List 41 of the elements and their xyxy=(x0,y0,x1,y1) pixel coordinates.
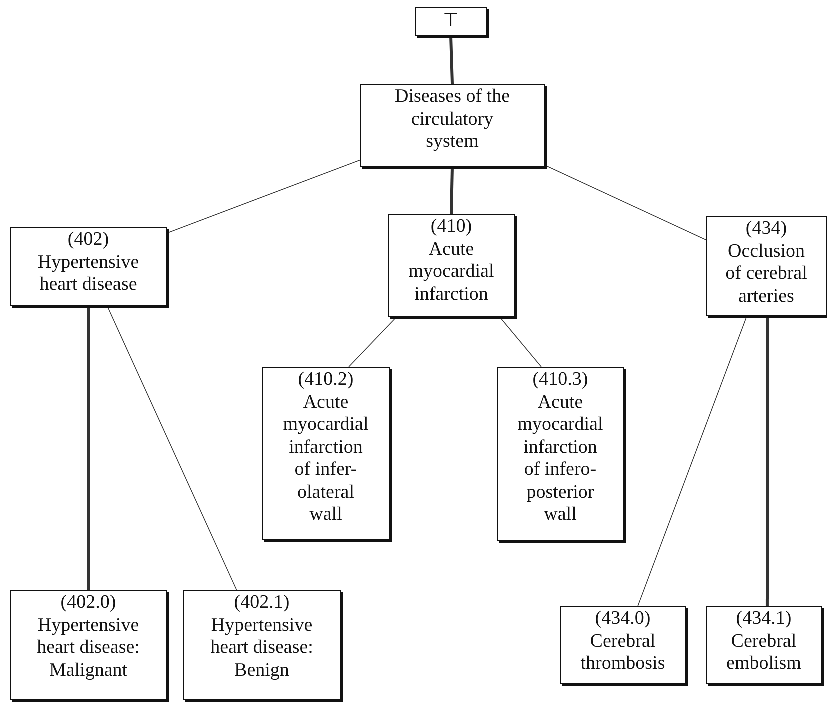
category-code: (410) xyxy=(430,216,474,238)
category-code: (434) xyxy=(744,218,788,240)
category-label: Hypertensive heart disease xyxy=(36,252,140,296)
category-label: Acute myocardial infarction xyxy=(408,238,496,306)
connector-line xyxy=(544,164,706,240)
connector-line xyxy=(766,316,770,606)
category-label: Hypertensive heart disease: Benign xyxy=(210,614,314,682)
connector-line xyxy=(450,166,454,214)
category-code: (402.0) xyxy=(60,592,118,614)
connector-line xyxy=(348,316,398,368)
category-box xyxy=(706,606,822,684)
category-label: Diseases of the circulatory system xyxy=(394,86,511,154)
category-box xyxy=(560,606,686,684)
category-box xyxy=(183,590,341,700)
connector-line xyxy=(499,316,542,368)
category-box xyxy=(415,7,487,36)
category-box xyxy=(262,367,390,540)
category-label: Cerebral embolism xyxy=(726,630,802,676)
category-code: (402.1) xyxy=(233,592,291,614)
category-box xyxy=(706,216,827,316)
category-label: Cerebral thrombosis xyxy=(580,630,666,676)
category-code: (434.0) xyxy=(594,608,652,630)
category-code: (434.1) xyxy=(735,608,793,630)
connector-line xyxy=(87,306,90,590)
category-label: ⊤ xyxy=(442,9,460,33)
category-code: (402) xyxy=(66,229,110,252)
category-code: (410.2) xyxy=(297,369,355,392)
category-box xyxy=(497,367,624,541)
category-label: Acute myocardial infarction of infero-posterior wall xyxy=(516,392,604,526)
connector-line xyxy=(106,306,238,590)
category-box xyxy=(360,84,545,167)
connector-line xyxy=(638,316,748,606)
connector-line xyxy=(166,160,360,234)
category-code: (410.3) xyxy=(532,369,590,392)
category-label: Acute myocardial infarction of infer-olateral wall xyxy=(282,392,370,526)
category-box xyxy=(10,227,167,306)
category-label: Hypertensive heart disease: Malignant xyxy=(36,614,141,682)
category-label: Occlusion of cerebral arteries xyxy=(724,240,808,308)
category-box xyxy=(388,214,515,317)
connector-line xyxy=(450,36,454,84)
category-box xyxy=(10,590,167,700)
